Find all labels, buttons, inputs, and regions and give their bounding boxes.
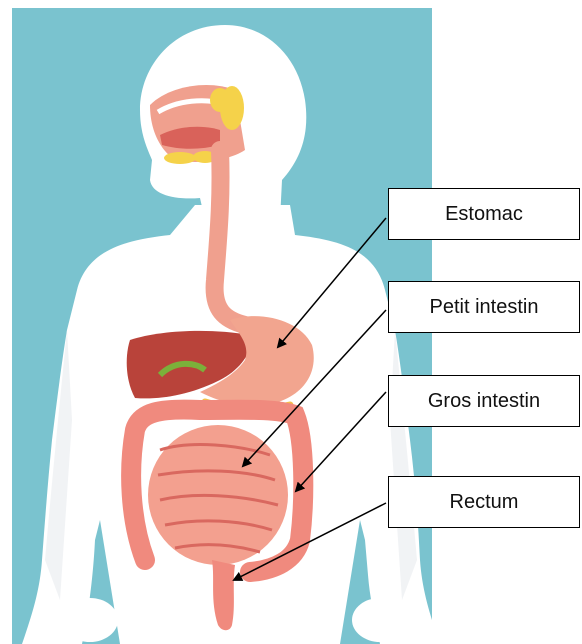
label-estomac: Estomac — [388, 188, 580, 240]
small-intestine — [148, 425, 288, 565]
label-rectum-text: Rectum — [450, 491, 519, 514]
label-estomac-text: Estomac — [445, 203, 523, 226]
label-petit-intestin-text: Petit intestin — [430, 296, 539, 319]
label-gros-intestin-text: Gros intestin — [428, 390, 540, 413]
label-gros-intestin: Gros intestin — [388, 375, 580, 427]
label-rectum: Rectum — [388, 476, 580, 528]
label-petit-intestin: Petit intestin — [388, 281, 580, 333]
